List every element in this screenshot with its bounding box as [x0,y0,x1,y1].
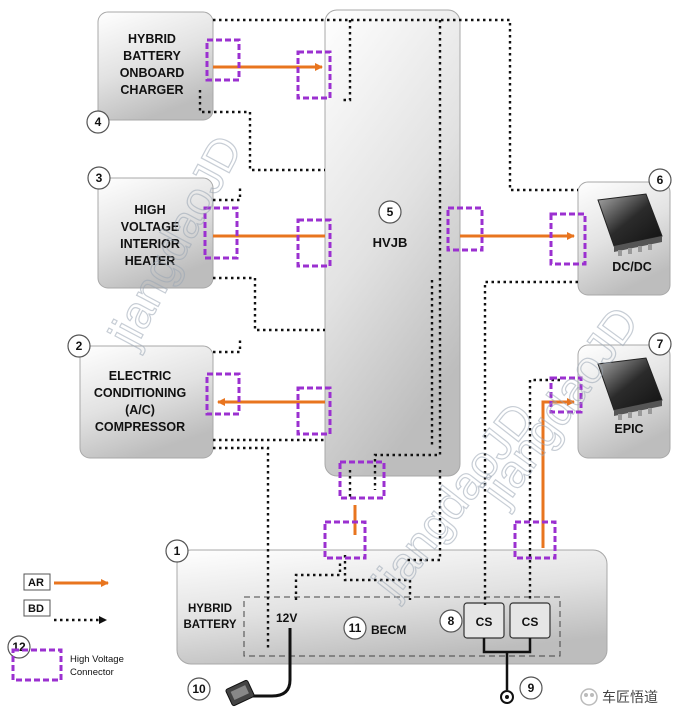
svg-text:(A/C): (A/C) [125,403,155,417]
dcdc-label: DC/DC [612,260,652,274]
svg-text:7: 7 [657,337,664,351]
cs-right-label: CS [522,615,539,629]
svg-text:HEATER: HEATER [125,254,175,268]
hv-connectors [203,38,587,560]
callout-4: 4 [86,110,110,134]
svg-text:4: 4 [95,115,102,129]
svg-text:VOLTAGE: VOLTAGE [121,220,180,234]
12v-label: 12V [276,611,297,625]
connector-hvjb-heater [296,218,332,268]
callout-12: 12 [7,635,31,659]
cs-left-label: CS [476,615,493,629]
svg-text:HYBRID: HYBRID [128,32,176,46]
connector-hvjb-compressor [296,386,332,436]
fuse-icon [225,679,255,707]
heater-box [97,177,214,289]
svg-text:BATTERY: BATTERY [183,619,236,631]
svg-text:INTERIOR: INTERIOR [120,237,180,251]
connector-hvjb-dcdc [446,206,484,252]
becm-dashed-box [243,596,561,657]
legend-connector-label-1: High Voltage [70,654,124,665]
connector-battery-left [323,520,367,560]
callout-3: 3 [87,166,111,190]
svg-text:11: 11 [349,621,362,635]
svg-text:8: 8 [448,614,455,628]
svg-text:CHARGER: CHARGER [120,83,183,97]
compressor-label: ELECTRIC CONDITIONING (A/C) COMPRESSOR [94,369,186,434]
hvjb-box [324,9,461,477]
legend: AR BD High Voltage Connector [11,573,124,682]
svg-text:ONBOARD: ONBOARD [120,66,185,80]
epic-label: EPIC [614,422,643,436]
ar-power-lines [213,63,575,548]
connector-heater [203,206,239,260]
callout-1: 1 [165,539,189,563]
cs-ground-lines [482,638,532,690]
svg-text:BATTERY: BATTERY [123,49,181,63]
svg-text:9: 9 [528,681,535,695]
charger-label: HYBRID BATTERY ONBOARD CHARGER [120,32,185,97]
connector-battery-right [513,520,557,560]
epic-chip-icon [597,357,663,420]
callout-9: 9 [519,676,543,700]
brand-watermark: 车匠悟道 [580,688,658,706]
battery-label: HYBRID BATTERY [183,603,236,631]
becm-label: BECM [371,623,406,637]
connector-dcdc [549,212,587,266]
callout-7: 7 [648,332,672,356]
svg-text:HIGH: HIGH [134,203,165,217]
legend-bd-label: BD [28,603,44,615]
12v-cable [250,628,292,698]
svg-text:2: 2 [76,339,83,353]
legend-connector-label-2: Connector [70,667,114,678]
legend-connector-swatch [11,648,63,682]
connector-hvjb-charger [296,50,332,100]
compressor-box [79,345,214,459]
callout-10: 10 [187,677,211,701]
svg-text:1: 1 [174,544,181,558]
hvjb-label: HVJB [373,235,408,250]
svg-text:CONDITIONING: CONDITIONING [94,386,186,400]
callout-2: 2 [67,334,91,358]
svg-text:ELECTRIC: ELECTRIC [109,369,172,383]
callout-8: 8 [439,609,463,633]
dcdc-chip-icon [597,193,663,256]
legend-ar-label: AR [28,577,44,589]
heater-label: HIGH VOLTAGE INTERIOR HEATER [120,203,180,268]
callout-6: 6 [648,168,672,192]
svg-text:车匠悟道: 车匠悟道 [602,689,658,706]
svg-text:3: 3 [96,171,103,185]
svg-text:COMPRESSOR: COMPRESSOR [95,420,185,434]
connector-epic [549,376,583,414]
connector-hvjb-bottom [338,460,386,500]
callout-5: 5 [378,200,402,224]
bd-signal-lines [198,18,578,650]
svg-text:5: 5 [387,205,394,219]
svg-text:HYBRID: HYBRID [188,603,232,615]
svg-text:10: 10 [192,682,206,696]
callout-11: 11 [343,616,367,640]
svg-text:6: 6 [657,173,664,187]
